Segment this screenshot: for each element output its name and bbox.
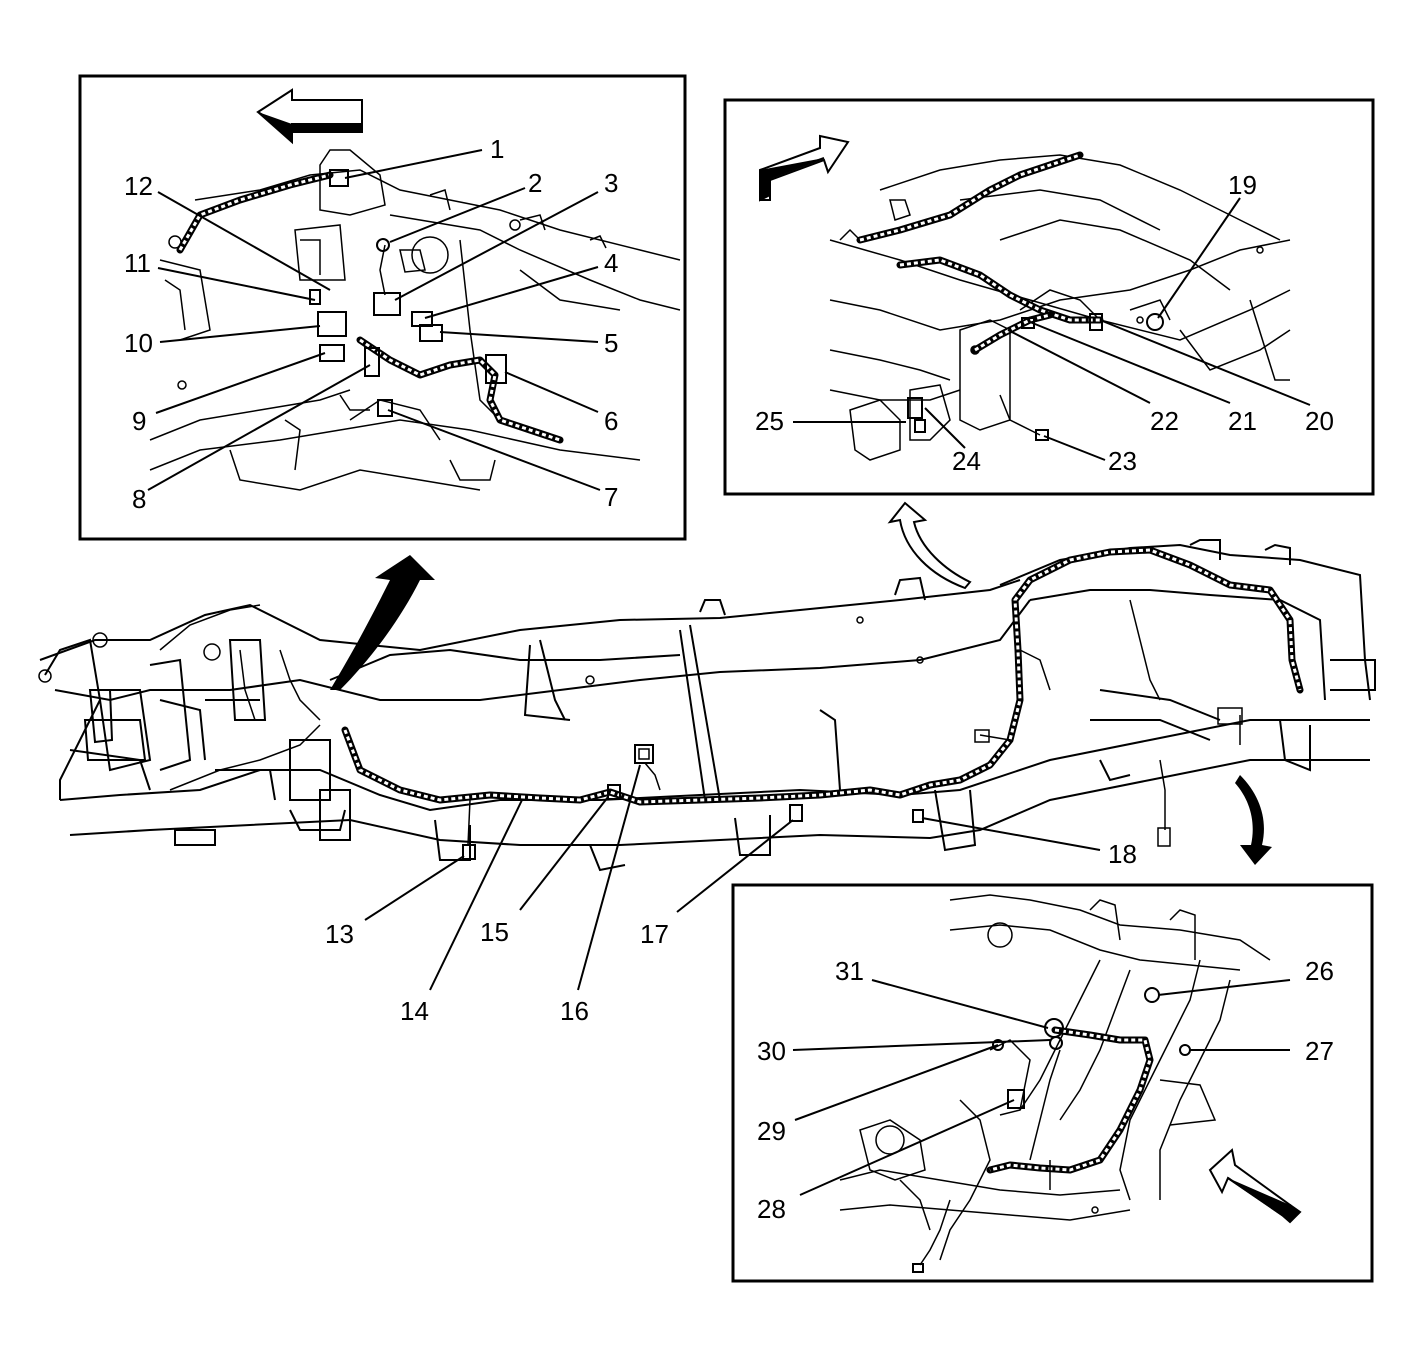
callout-23: 23 [1108, 446, 1137, 476]
callout-14: 14 [400, 996, 429, 1026]
callout-7: 7 [604, 482, 618, 512]
curved-pointer-arrow [330, 555, 435, 690]
callout-10: 10 [124, 328, 153, 358]
callout-8: 8 [132, 484, 146, 514]
callout-29: 29 [757, 1116, 786, 1146]
callout-9: 9 [132, 406, 146, 436]
middle-inset-panel [723, 98, 1375, 496]
callout-27: 27 [1305, 1036, 1334, 1066]
callout-15: 15 [480, 917, 509, 947]
callout-1: 1 [490, 134, 504, 164]
curved-pointer-arrow [1235, 775, 1272, 865]
callout-31: 31 [835, 956, 864, 986]
callout-28: 28 [757, 1194, 786, 1224]
callout-21: 21 [1228, 406, 1257, 436]
callout-20: 20 [1305, 406, 1334, 436]
callout-17: 17 [640, 919, 669, 949]
callout-13: 13 [325, 919, 354, 949]
callout-22: 22 [1150, 406, 1179, 436]
curved-pointer-arrow [887, 501, 972, 590]
callout-26: 26 [1305, 956, 1334, 986]
main-wiring-harness [159, 546, 1304, 860]
front-inset-panel [78, 74, 687, 541]
callout-11: 11 [124, 248, 151, 278]
main-chassis-frame [38, 539, 1376, 872]
leader-lines [147, 149, 1311, 1196]
callout-25: 25 [755, 406, 784, 436]
callout-16: 16 [560, 996, 589, 1026]
callout-2: 2 [528, 168, 542, 198]
callout-6: 6 [604, 406, 618, 436]
callout-24: 24 [952, 446, 981, 476]
callout-30: 30 [757, 1036, 786, 1066]
callout-19: 19 [1228, 170, 1257, 200]
callout-5: 5 [604, 328, 618, 358]
callout-labels: 1 2 3 4 5 6 7 8 9 10 11 12 13 14 15 16 1… [124, 134, 1334, 1224]
direction-arrow-right [759, 134, 850, 201]
rear-inset-panel [731, 883, 1374, 1283]
callout-18: 18 [1108, 839, 1137, 869]
callout-12: 12 [124, 171, 153, 201]
callout-4: 4 [604, 248, 618, 278]
callout-3: 3 [604, 168, 618, 198]
